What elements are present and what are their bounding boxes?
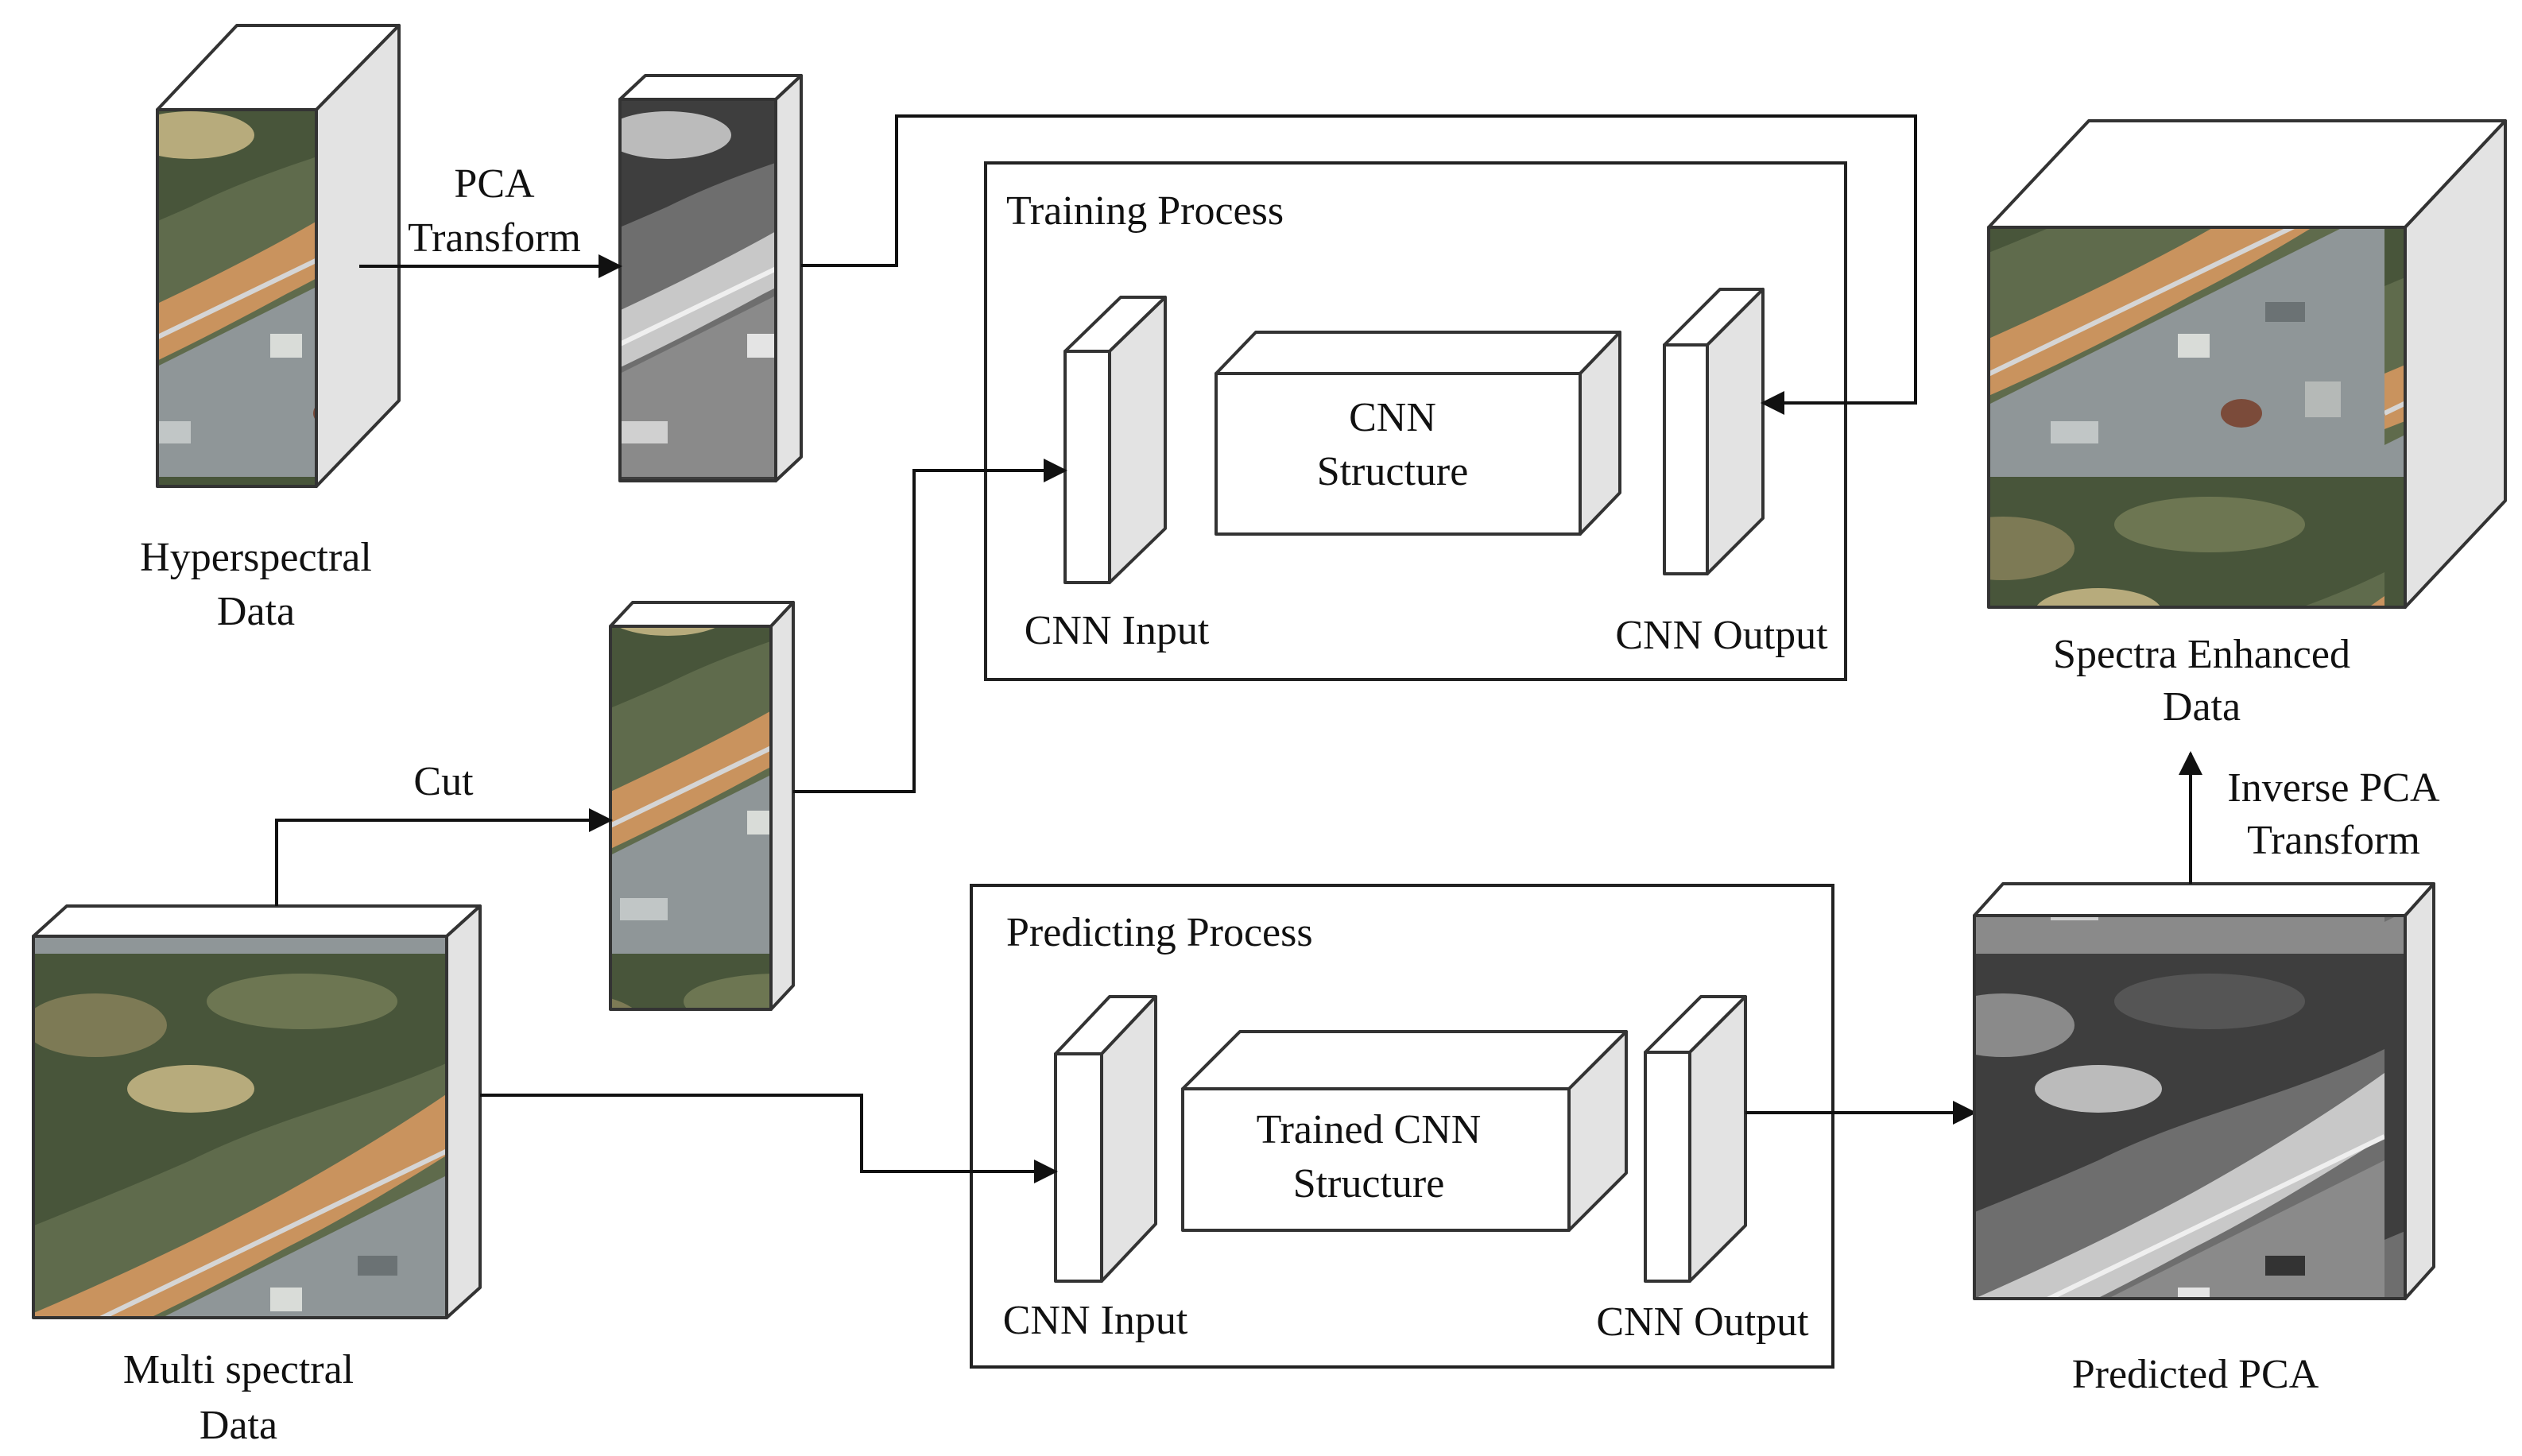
training-cnn-structure-block: [1215, 331, 1621, 536]
training-cnn-structure-label-1: CNN: [1349, 395, 1436, 440]
hyperspectral-data-label-2: Data: [217, 589, 295, 634]
training-process-label: Training Process: [1006, 188, 1284, 234]
predicted-pca-label: Predicted PCA: [2072, 1352, 2319, 1397]
pca-transform-label-1: PCA: [454, 161, 535, 207]
spectra-enhanced-data-label-1: Spectra Enhanced: [2053, 632, 2350, 677]
inverse-pca-label-1: Inverse PCA: [2227, 765, 2440, 811]
predicting-cnn-input-label: CNN Input: [1003, 1298, 1188, 1343]
multispectral-data-label-1: Multi spectral: [123, 1347, 354, 1392]
predicting-process-frame: [970, 884, 1834, 1369]
training-cnn-structure-label-2: Structure: [1317, 449, 1469, 494]
multispectral-cube: [32, 904, 482, 1319]
spectra-enhanced-cube: [1987, 119, 2507, 609]
cut-arrow: [275, 808, 613, 906]
cut-label: Cut: [413, 759, 474, 804]
training-cnn-input-label: CNN Input: [1025, 608, 1210, 653]
multispectral-data-label-2: Data: [200, 1403, 277, 1448]
training-cnn-output-label: CNN Output: [1615, 613, 1828, 658]
predicting-cnn-structure-label-1: Trained CNN: [1257, 1107, 1482, 1152]
cut-slab: [609, 601, 795, 1011]
training-cnn-output-block: [1663, 288, 1765, 575]
predicting-cnn-structure-block: [1181, 1030, 1628, 1232]
training-cnn-input-block: [1063, 296, 1167, 584]
predicted-pca-cube: [1973, 882, 2435, 1300]
pca-component-slab: [618, 74, 803, 482]
predicting-cnn-input-block: [1054, 995, 1157, 1283]
predicting-cnn-structure-label-2: Structure: [1293, 1161, 1445, 1206]
pca-to-training-output-arrow: [801, 114, 1917, 415]
multispectral-to-predicting-input-arrow: [480, 1094, 1058, 1183]
pca-transform-label-2: Transform: [408, 215, 581, 261]
cut-to-training-input-arrow: [793, 459, 1067, 793]
hyperspectral-data-label-1: Hyperspectral: [140, 535, 372, 580]
spectra-enhanced-data-label-2: Data: [2163, 684, 2241, 730]
hyperspectral-cube: [156, 24, 401, 488]
training-process-frame: [984, 161, 1847, 681]
predicting-cnn-output-label: CNN Output: [1596, 1299, 1809, 1345]
predicting-cnn-output-block: [1644, 995, 1747, 1283]
inverse-pca-label-2: Transform: [2247, 818, 2420, 863]
predicting-process-label: Predicting Process: [1006, 910, 1313, 955]
